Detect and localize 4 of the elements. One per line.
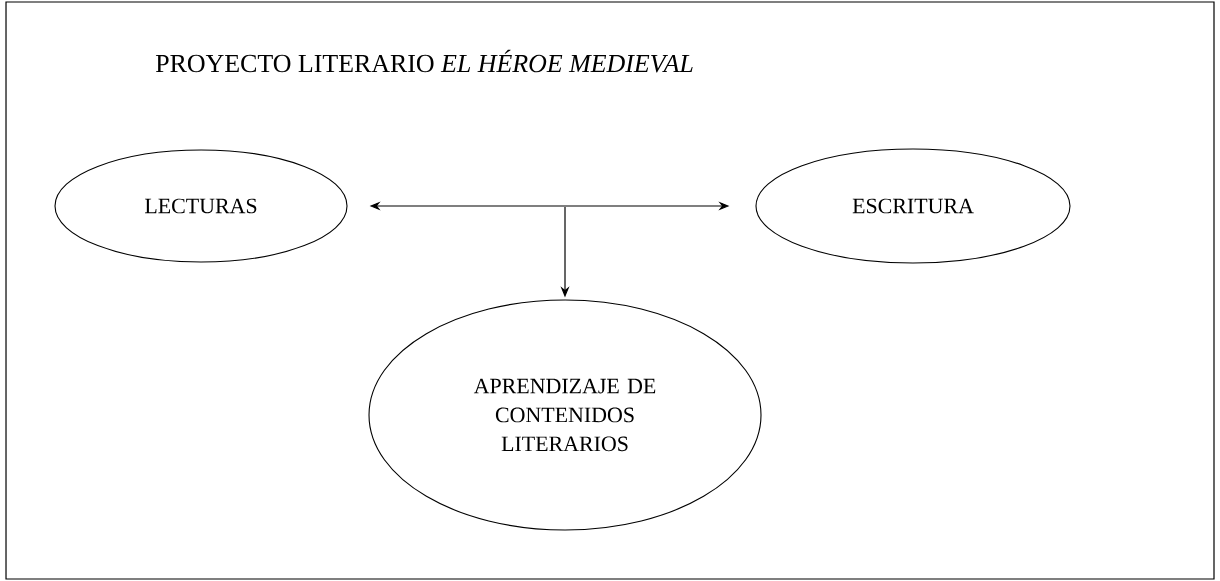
ellipse-node: LECTURAS bbox=[54, 149, 348, 263]
ellipse-node: ESCRITURA bbox=[755, 148, 1071, 264]
title: PROYECTO LITERARIO EL HÉROE MEDIEVAL bbox=[155, 49, 693, 73]
ellipse-node: APRENDIZAJE DE CONTENIDOS LITERARIOS bbox=[368, 299, 762, 531]
